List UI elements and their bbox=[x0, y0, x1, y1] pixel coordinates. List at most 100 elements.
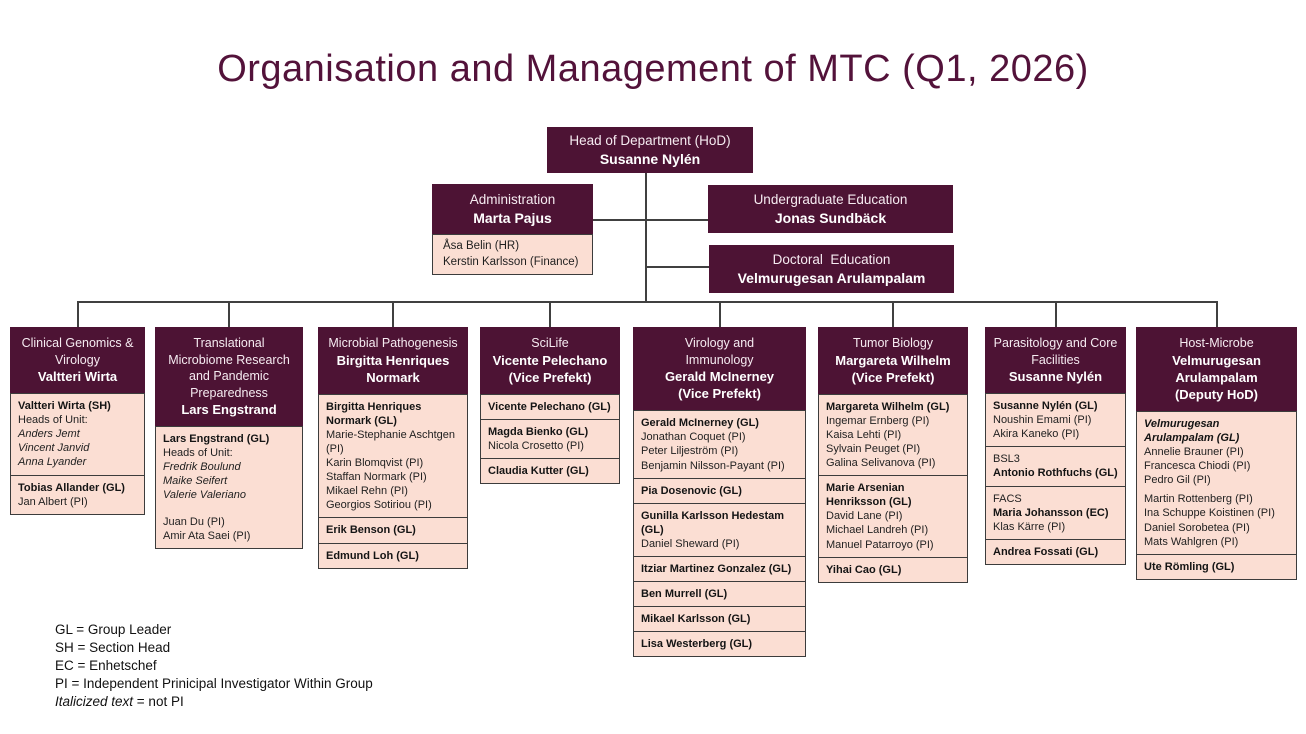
department-section: Edmund Loh (GL) bbox=[318, 542, 468, 569]
hod-box: Head of Department (HoD) Susanne Nylén bbox=[547, 127, 753, 173]
member-line: Margareta Wilhelm (GL) bbox=[826, 400, 950, 413]
department-title: Microbial Pathogenesis bbox=[328, 336, 458, 350]
department-title: Clinical Genomics & Virology bbox=[21, 336, 134, 367]
department-section: Yihai Cao (GL) bbox=[818, 556, 968, 583]
member-line: Akira Kaneko (PI) bbox=[993, 428, 1080, 441]
member-line: Ingemar Ernberg (PI) bbox=[826, 414, 930, 427]
legend-line: PI = Independent Prinicipal Investigator… bbox=[55, 675, 373, 691]
department-section: Valtteri Wirta (SH)Heads of Unit:Anders … bbox=[10, 393, 145, 476]
doctoral-education-role: Doctoral Education bbox=[772, 252, 891, 268]
connector-line bbox=[77, 301, 79, 327]
member-line: Georgios Sotiriou (PI) bbox=[326, 499, 432, 512]
department-section: Tobias Allander (GL)Jan Albert (PI) bbox=[10, 474, 145, 515]
member-line: Andrea Fossati (GL) bbox=[993, 545, 1099, 558]
member-line: Martin Rottenberg (PI) bbox=[1144, 493, 1253, 506]
department-header: Clinical Genomics & Virology Valtteri Wi… bbox=[10, 327, 145, 394]
doctoral-education-name: Velmurugesan Arulampalam bbox=[737, 269, 926, 286]
member-line: Ina Schuppe Koistinen (PI) bbox=[1144, 507, 1275, 520]
department-suffix: (Vice Prefekt) bbox=[851, 369, 935, 385]
member-line: Lars Engstrand (GL) bbox=[163, 433, 270, 446]
connector-line bbox=[645, 219, 708, 221]
member-line: Heads of Unit: bbox=[163, 447, 233, 460]
department-head-name: Susanne Nylén bbox=[1008, 369, 1103, 384]
member-line: Sylvain Peuget (PI) bbox=[826, 443, 921, 456]
hod-role: Head of Department (HoD) bbox=[569, 133, 731, 149]
administration-box: Administration Marta Pajus bbox=[432, 184, 593, 234]
department-section: Erik Benson (GL) bbox=[318, 517, 468, 544]
member-line: Claudia Kutter (GL) bbox=[488, 465, 589, 478]
member-line: Juan Du (PI) bbox=[163, 515, 225, 528]
member-line: Francesca Chiodi (PI) bbox=[1144, 460, 1251, 473]
doctoral-education-box: Doctoral Education Velmurugesan Arulampa… bbox=[709, 245, 954, 293]
member-line: Maria Johansson (EC) bbox=[993, 506, 1109, 519]
department-head-name: Birgitta Henriques Normark bbox=[336, 352, 450, 385]
department-section: Itziar Martinez Gonzalez (GL) bbox=[633, 555, 806, 583]
department-head-name: Valtteri Wirta bbox=[37, 369, 118, 384]
member-line: Magda Bienko (GL) bbox=[488, 425, 589, 438]
connector-line bbox=[719, 301, 721, 327]
member-line: Galina Selivanova (PI) bbox=[826, 457, 936, 470]
member-line: Ben Murrell (GL) bbox=[641, 588, 728, 601]
staff-member: Åsa Belin (HR) bbox=[443, 239, 520, 252]
department-title: SciLife bbox=[531, 336, 569, 350]
member-line: Karin Blomqvist (PI) bbox=[326, 457, 424, 470]
member-line: Heads of Unit: bbox=[18, 414, 88, 427]
connector-line bbox=[892, 301, 894, 327]
department-header: Microbial Pathogenesis Birgitta Henrique… bbox=[318, 327, 468, 394]
department-column: Tumor Biology Margareta Wilhelm (Vice Pr… bbox=[818, 327, 968, 583]
department-section: Ute Römling (GL) bbox=[1136, 553, 1297, 580]
department-section: Claudia Kutter (GL) bbox=[480, 458, 620, 485]
member-line: Annelie Brauner (PI) bbox=[1144, 446, 1244, 459]
page-title: Organisation and Management of MTC (Q1, … bbox=[217, 48, 1089, 90]
connector-line bbox=[593, 219, 645, 221]
department-title: Translational Microbiome Research and Pa… bbox=[168, 336, 290, 400]
department-section: Andrea Fossati (GL) bbox=[985, 538, 1126, 565]
department-section: Velmurugesan Arulampalam (GL)Annelie Bra… bbox=[1136, 410, 1297, 555]
department-section: Ben Murrell (GL) bbox=[633, 581, 806, 608]
member-line: Gunilla Karlsson Hedestam (GL) bbox=[641, 509, 785, 536]
department-section: Lisa Westerberg (GL) bbox=[633, 631, 806, 658]
member-line: Anders Jemt bbox=[18, 428, 80, 441]
administration-role: Administration bbox=[469, 192, 556, 208]
department-head-name: Margareta Wilhelm bbox=[835, 352, 951, 368]
member-line: Tobias Allander (GL) bbox=[18, 481, 125, 494]
member-line: Jonathan Coquet (PI) bbox=[641, 431, 746, 444]
undergraduate-education-name: Jonas Sundbäck bbox=[774, 209, 887, 226]
department-section: Birgitta Henriques Normark (GL)Marie-Ste… bbox=[318, 393, 468, 519]
member-line: Lisa Westerberg (GL) bbox=[641, 638, 753, 651]
member-line: Marie Arsenian Henriksson (GL) bbox=[826, 482, 912, 509]
department-column: Host-Microbe Velmurugesan Arulampalam (D… bbox=[1136, 327, 1297, 580]
member-line: Marie-Stephanie Aschtgen (PI) bbox=[326, 428, 456, 456]
undergraduate-education-role: Undergraduate Education bbox=[753, 192, 908, 208]
department-section: Magda Bienko (GL)Nicola Crosetto (PI) bbox=[480, 418, 620, 460]
department-section: Pia Dosenovic (GL) bbox=[633, 477, 806, 504]
member-line: Pedro Gil (PI) bbox=[1144, 474, 1211, 487]
department-column: Parasitology and Core Facilities Susanne… bbox=[985, 327, 1126, 565]
department-header: Parasitology and Core Facilities Susanne… bbox=[985, 327, 1126, 394]
department-head-name: Velmurugesan Arulampalam bbox=[1172, 352, 1261, 385]
member-line: Benjamin Nilsson-Payant (PI) bbox=[641, 459, 785, 472]
department-suffix: (Deputy HoD) bbox=[1174, 386, 1259, 402]
department-section: Lars Engstrand (GL)Heads of Unit:Fredrik… bbox=[155, 426, 303, 549]
connector-line bbox=[645, 266, 709, 268]
department-column: Clinical Genomics & Virology Valtteri Wi… bbox=[10, 327, 145, 515]
member-line: Gerald McInerney (GL) bbox=[641, 417, 759, 430]
legend-line: SH = Section Head bbox=[55, 639, 171, 655]
connector-line bbox=[645, 173, 647, 301]
department-column: Virology and Immunology Gerald McInerney… bbox=[633, 327, 806, 658]
department-section: Marie Arsenian Henriksson (GL)David Lane… bbox=[818, 475, 968, 558]
administration-name: Marta Pajus bbox=[473, 209, 552, 226]
department-header: Tumor Biology Margareta Wilhelm (Vice Pr… bbox=[818, 327, 968, 394]
department-head-name: Gerald McInerney bbox=[664, 369, 775, 384]
connector-line bbox=[228, 301, 230, 327]
member-line: Jan Albert (PI) bbox=[18, 495, 88, 508]
member-line: Mikael Rehn (PI) bbox=[326, 485, 408, 498]
member-line: Velmurugesan Arulampalam (GL) bbox=[1144, 417, 1240, 445]
member-line: Michael Landreh (PI) bbox=[826, 524, 929, 537]
member-line: Noushin Emami (PI) bbox=[993, 414, 1092, 427]
member-line: David Lane (PI) bbox=[826, 510, 903, 523]
department-section: Susanne Nylén (GL)Noushin Emami (PI)Akir… bbox=[985, 393, 1126, 448]
member-line: Birgitta Henriques Normark (GL) bbox=[326, 400, 422, 427]
